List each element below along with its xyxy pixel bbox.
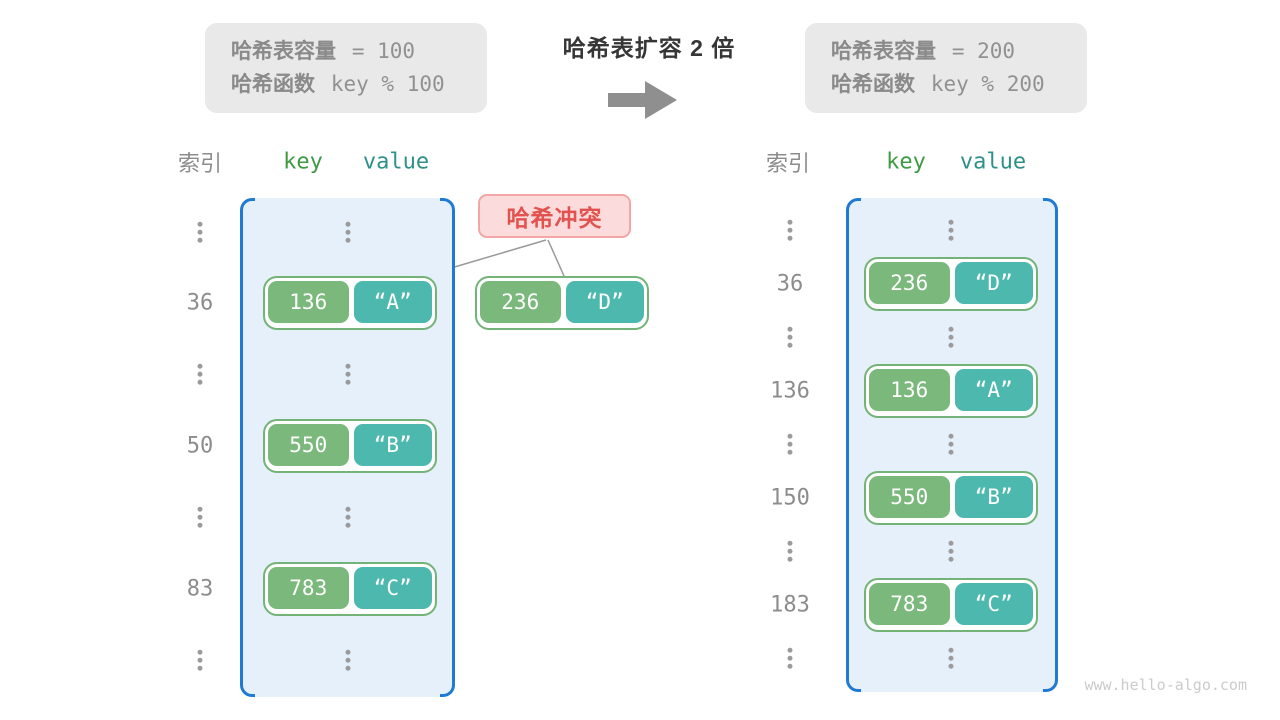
key-cell: 550 <box>869 476 950 518</box>
vertical-ellipsis-icon <box>197 648 203 673</box>
left-header-index: 索引 <box>177 151 223 176</box>
capacity-value: = 200 <box>951 39 1016 63</box>
vertical-ellipsis-icon <box>787 539 793 564</box>
kv-pair-783-C: 783 “C” <box>263 562 437 616</box>
vertical-ellipsis-icon <box>787 646 793 671</box>
info-box-new-capacity: 哈希表容量 = 200 哈希函数 key % 200 <box>805 23 1087 113</box>
capacity-label: 哈希表容量 <box>831 40 936 63</box>
hash-function-label: 哈希函数 <box>231 73 315 96</box>
left-bracket-icon <box>846 198 861 692</box>
kv-pair-236-D: 236 “D” <box>864 257 1038 311</box>
hash-function-line: 哈希函数 key % 200 <box>831 68 1087 101</box>
value-cell: “A” <box>353 281 432 323</box>
capacity-label: 哈希表容量 <box>231 40 336 63</box>
info-box-old-capacity: 哈希表容量 = 100 哈希函数 key % 100 <box>205 23 487 113</box>
left-bracket-icon <box>240 198 255 697</box>
page-title: 哈希表扩容 2 倍 <box>562 35 736 61</box>
vertical-ellipsis-icon <box>787 325 793 350</box>
vertical-ellipsis-icon <box>948 432 954 457</box>
right-index-1: 136 <box>770 378 810 404</box>
right-bracket-icon <box>440 198 455 697</box>
hash-conflict-label: 哈希冲突 <box>478 194 631 238</box>
right-index-2: 150 <box>770 485 810 511</box>
key-cell: 136 <box>268 281 349 323</box>
kv-pair-236-D-conflict: 236 “D” <box>475 276 649 330</box>
left-header-key: key <box>283 149 323 175</box>
hash-function-value: key % 200 <box>930 72 1045 96</box>
value-cell: “C” <box>954 583 1033 625</box>
left-index-1: 50 <box>186 433 214 459</box>
value-cell: “D” <box>954 262 1033 304</box>
kv-pair-783-C: 783 “C” <box>864 578 1038 632</box>
value-cell: “C” <box>353 567 432 609</box>
vertical-ellipsis-icon <box>197 220 203 245</box>
vertical-ellipsis-icon <box>345 220 351 245</box>
hash-function-line: 哈希函数 key % 100 <box>231 68 487 101</box>
hash-function-value: key % 100 <box>330 72 445 96</box>
value-cell: “D” <box>565 281 644 323</box>
watermark: www.hello-algo.com <box>1084 676 1247 694</box>
vertical-ellipsis-icon <box>345 648 351 673</box>
left-index-2: 83 <box>186 576 214 602</box>
key-cell: 550 <box>268 424 349 466</box>
value-cell: “B” <box>353 424 432 466</box>
capacity-line: 哈希表容量 = 200 <box>831 35 1087 68</box>
key-cell: 783 <box>268 567 349 609</box>
right-header-index: 索引 <box>765 151 811 176</box>
right-index-3: 183 <box>770 592 810 618</box>
kv-pair-136-A: 136 “A” <box>864 364 1038 418</box>
vertical-ellipsis-icon <box>948 218 954 243</box>
left-header-value: value <box>362 149 430 175</box>
kv-pair-136-A: 136 “A” <box>263 276 437 330</box>
kv-pair-550-B: 550 “B” <box>263 419 437 473</box>
right-header-value: value <box>959 149 1027 175</box>
vertical-ellipsis-icon <box>787 218 793 243</box>
hash-function-label: 哈希函数 <box>831 73 915 96</box>
vertical-ellipsis-icon <box>948 646 954 671</box>
vertical-ellipsis-icon <box>948 539 954 564</box>
vertical-ellipsis-icon <box>787 432 793 457</box>
value-cell: “A” <box>954 369 1033 411</box>
vertical-ellipsis-icon <box>345 505 351 530</box>
vertical-ellipsis-icon <box>948 325 954 350</box>
left-index-0: 36 <box>186 290 214 316</box>
vertical-ellipsis-icon <box>197 505 203 530</box>
arrow-right-icon <box>608 81 677 119</box>
hash-conflict-text: 哈希冲突 <box>506 205 603 231</box>
right-index-0: 36 <box>776 271 804 297</box>
value-cell: “B” <box>954 476 1033 518</box>
capacity-line: 哈希表容量 = 100 <box>231 35 487 68</box>
kv-pair-550-B: 550 “B” <box>864 471 1038 525</box>
capacity-value: = 100 <box>351 39 416 63</box>
key-cell: 236 <box>480 281 561 323</box>
right-bracket-icon <box>1043 198 1058 692</box>
vertical-ellipsis-icon <box>345 362 351 387</box>
key-cell: 783 <box>869 583 950 625</box>
vertical-ellipsis-icon <box>197 362 203 387</box>
key-cell: 136 <box>869 369 950 411</box>
right-header-key: key <box>886 149 926 175</box>
key-cell: 236 <box>869 262 950 304</box>
